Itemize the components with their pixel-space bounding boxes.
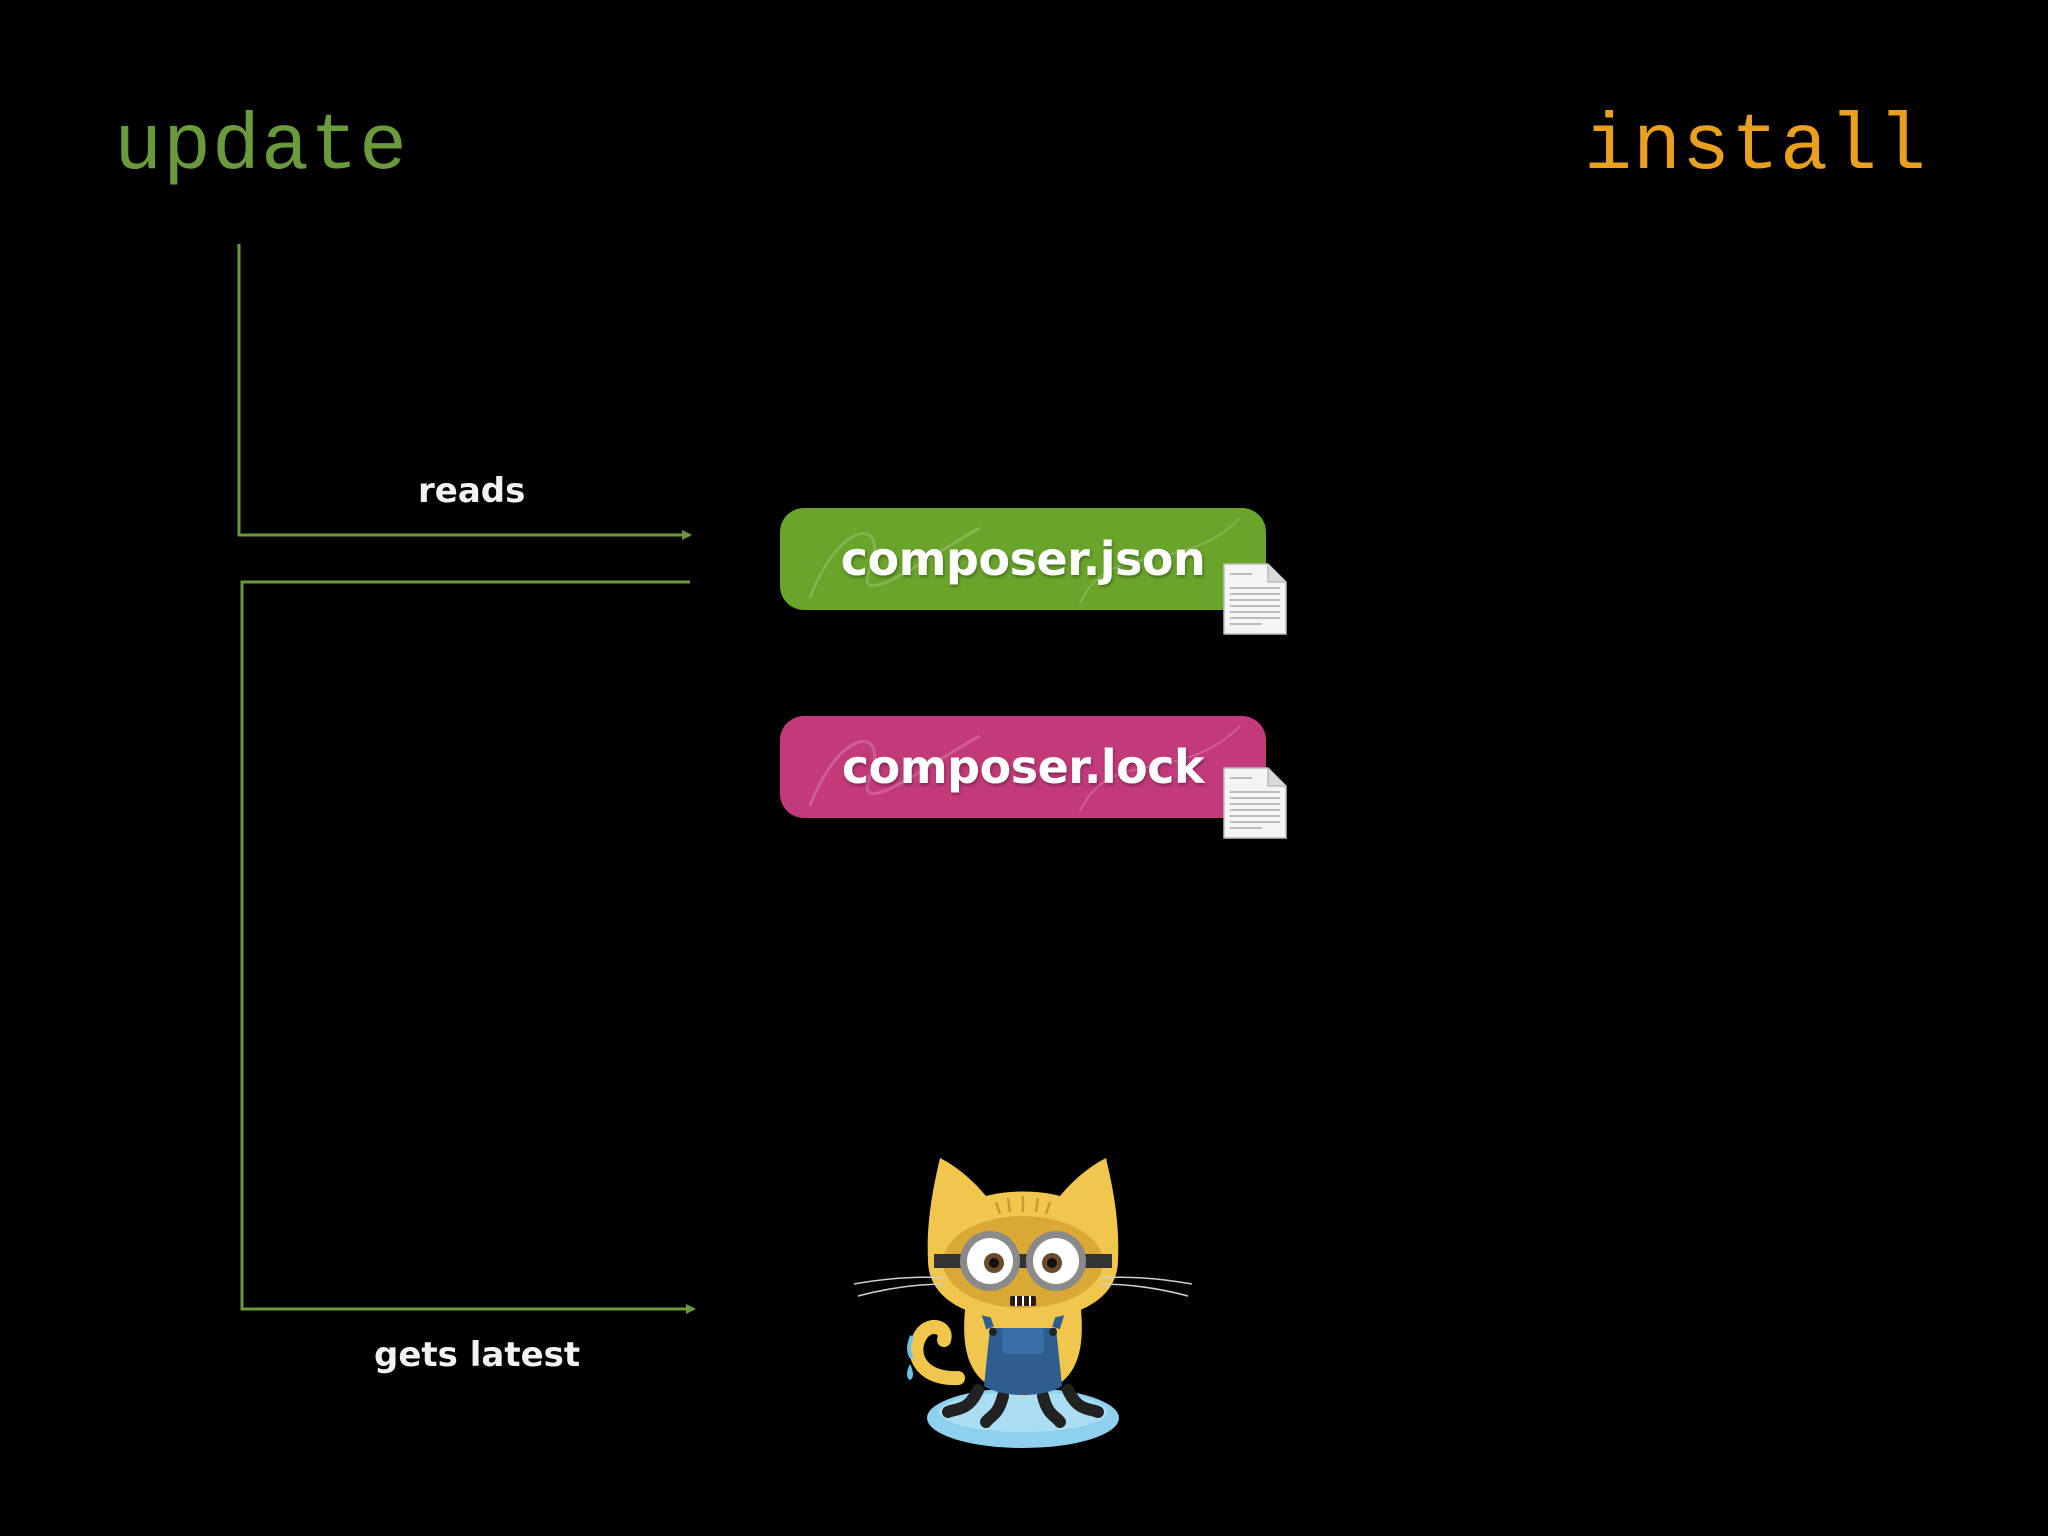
reads-label: reads xyxy=(418,471,526,511)
gets-latest-arrow xyxy=(240,580,696,1314)
document-icon xyxy=(1223,767,1287,839)
gets-latest-label: gets latest xyxy=(374,1335,581,1375)
composer-lock-label: composer.lock xyxy=(841,740,1205,794)
update-command-title: update xyxy=(114,102,409,193)
document-icon xyxy=(1223,563,1287,635)
composer-lock-box: composer.lock xyxy=(780,716,1266,818)
reads-arrow xyxy=(237,244,692,540)
composer-json-box: composer.json xyxy=(780,508,1266,610)
minion-octocat-icon xyxy=(853,1158,1193,1448)
install-command-title: install xyxy=(1584,102,1928,193)
composer-json-label: composer.json xyxy=(840,532,1206,586)
